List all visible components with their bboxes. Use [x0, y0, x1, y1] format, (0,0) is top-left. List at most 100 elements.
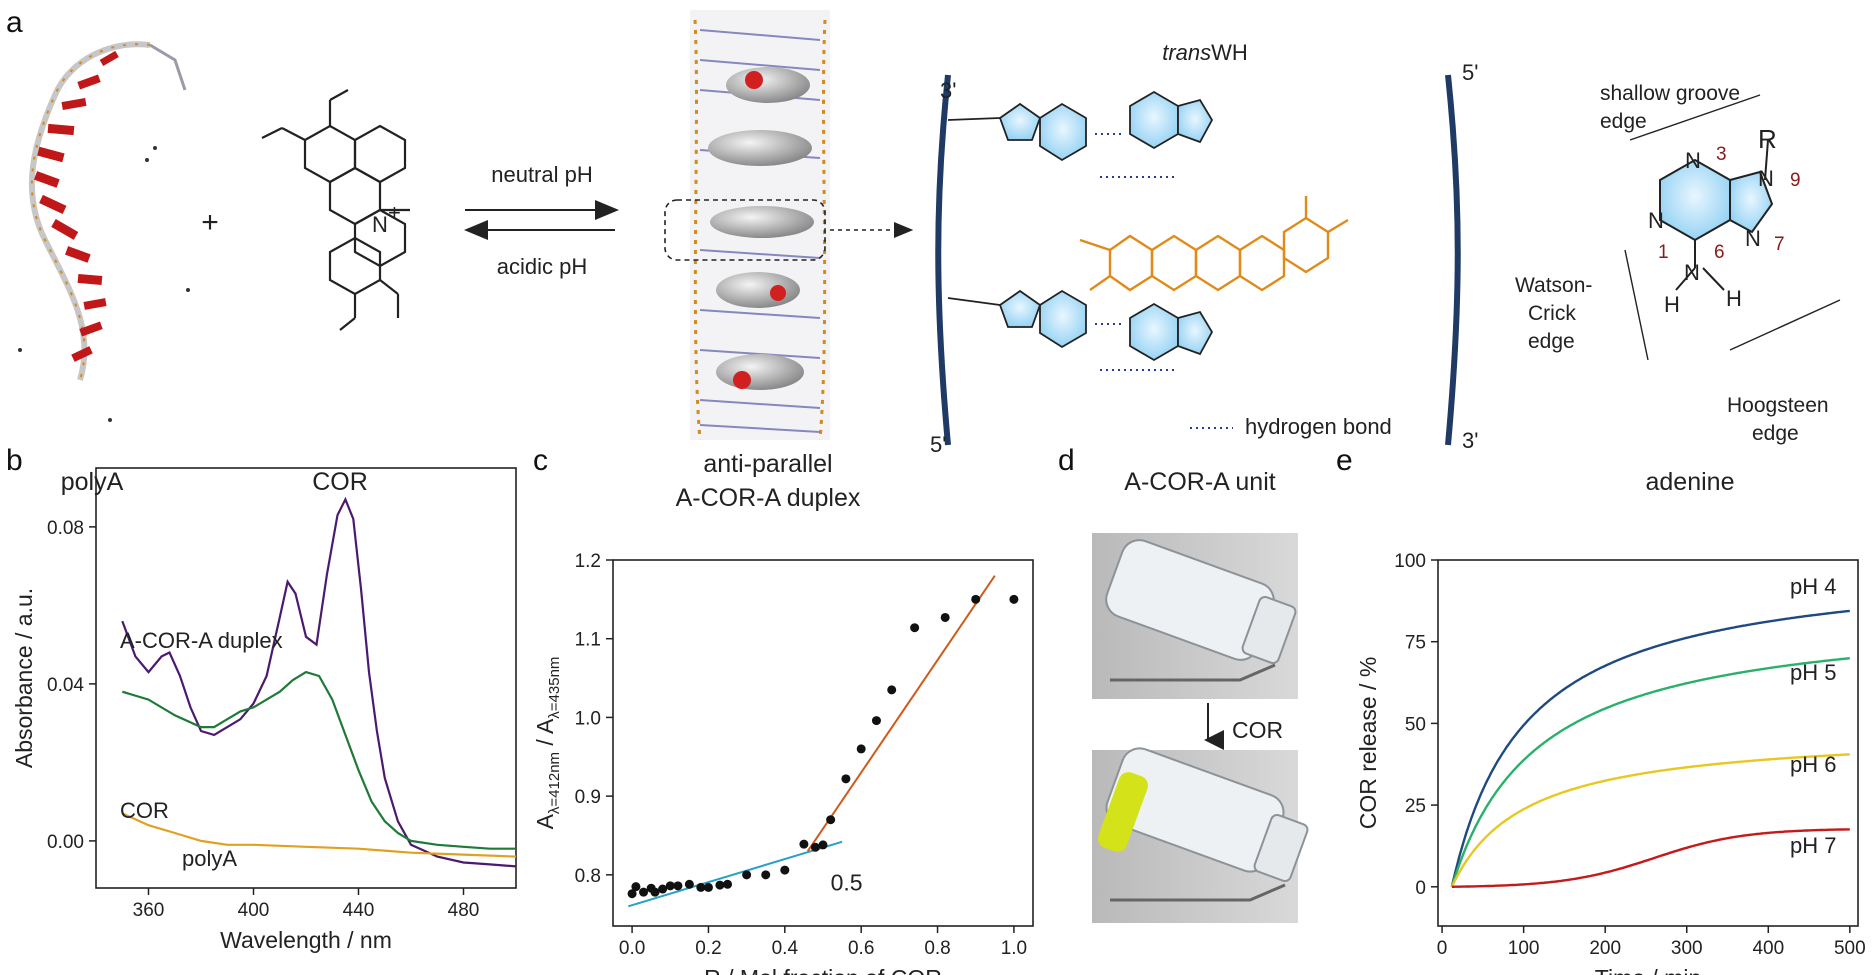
annotation-0-5: 0.5 [831, 870, 863, 896]
trans-wh-label: transWH [1162, 40, 1248, 65]
y-tick-label: 0.00 [47, 832, 84, 853]
series-label: pH 4 [1790, 574, 1836, 599]
adenine-num-7: 7 [1774, 234, 1785, 255]
y-tick-label: 0.04 [47, 675, 84, 696]
y-axis-title: COR release / % [1355, 657, 1381, 830]
x-tick-label: 440 [343, 900, 375, 921]
series-line-ph-6 [1450, 753, 1850, 888]
x-axis-title: Time / min [1595, 965, 1702, 975]
y-axis-subscript: λ=435nm [546, 657, 563, 719]
adenine-num-9: 9 [1790, 170, 1801, 191]
x-tick-label: 360 [133, 900, 165, 921]
x-tick-label: 200 [1589, 938, 1621, 959]
equilibrium-arrows [464, 200, 619, 240]
panel-letter-b: b [6, 444, 23, 477]
x-tick-label: 400 [238, 900, 270, 921]
y-tick-label: 1.1 [575, 630, 601, 651]
vial-gel-illustration [1098, 747, 1309, 902]
adenine-num-1: 1 [1658, 242, 1669, 263]
adenine-num-6: 6 [1714, 242, 1725, 263]
strand-end-bottom-left: 5' [930, 432, 946, 457]
y-tick-label: 50 [1405, 714, 1426, 735]
chart-c-ratio: 0.00.20.40.60.81.00.80.91.01.11.2R / Mol… [532, 551, 1034, 975]
chart-e-release: 01002003004005000255075100Time / minCOR … [1355, 551, 1866, 975]
data-point [696, 882, 706, 892]
y-axis-part: A [532, 813, 558, 829]
data-point [818, 840, 828, 850]
arrow-label-neutral: neutral pH [491, 162, 593, 187]
adenine-h-right: H [1726, 286, 1742, 311]
data-point [627, 889, 637, 899]
data-point [761, 870, 771, 880]
y-axis-title: Absorbance / a.u. [11, 588, 37, 768]
plot-frame [95, 467, 517, 889]
data-point [658, 884, 668, 894]
cor-n-atom: N [372, 212, 388, 237]
caption-adenine: adenine [1646, 468, 1735, 496]
y-tick-label: 100 [1394, 551, 1426, 572]
y-axis-part: / A [532, 718, 558, 752]
data-point [871, 716, 881, 726]
cor-molecule [261, 89, 410, 331]
x-tick-label: 500 [1834, 938, 1866, 959]
data-point [910, 623, 920, 633]
arrow-label-cor: COR [1232, 717, 1283, 743]
x-tick-label: 0 [1437, 938, 1448, 959]
trans-wh-suffix: WH [1211, 40, 1248, 65]
y-tick-label: 25 [1405, 796, 1426, 817]
vial-photos: COR [1092, 533, 1309, 923]
edge-hoog-2: edge [1752, 422, 1799, 445]
data-point [940, 612, 950, 622]
x-tick-label: 0.4 [772, 938, 799, 959]
data-point [673, 881, 683, 891]
series-label: pH 6 [1790, 752, 1836, 777]
series-label: COR [120, 798, 169, 823]
cor-charge: + [388, 200, 401, 225]
edge-shallow-2: edge [1600, 110, 1647, 133]
panel-letter-c: c [533, 444, 548, 477]
series-label: pH 7 [1790, 833, 1836, 858]
fit-line [627, 840, 843, 908]
y-tick-label: 0.08 [47, 518, 84, 539]
plot-frame [1437, 559, 1859, 927]
edge-wc-2: Crick [1528, 302, 1576, 325]
series-line-polya [121, 812, 517, 858]
polya-strand-illustration [18, 41, 190, 422]
data-point [684, 879, 694, 889]
data-point [1009, 594, 1019, 604]
x-tick-label: 300 [1671, 938, 1703, 959]
hbond-legend-label: hydrogen bond [1245, 414, 1392, 439]
series-label: pH 5 [1790, 660, 1836, 685]
data-point [856, 744, 866, 754]
plus-sign: + [201, 206, 219, 239]
series-line-ph-5 [1450, 657, 1850, 888]
x-tick-label: 0.2 [695, 938, 721, 959]
data-point [841, 774, 851, 784]
x-axis-title: R / Mol fraction of COR [704, 965, 942, 975]
x-tick-label: 1.0 [1001, 938, 1027, 959]
caption-cor: COR [312, 468, 368, 496]
a-cor-a-unit [935, 74, 1461, 446]
x-axis-title: Wavelength / nm [220, 927, 392, 953]
data-point [703, 882, 713, 892]
adenine-n3: N [1685, 148, 1701, 173]
strand-end-top-left: 3' [940, 78, 956, 103]
panel-letter-d: d [1058, 444, 1075, 477]
caption-unit: A-COR-A unit [1124, 468, 1275, 496]
trans-wh-prefix: trans [1162, 40, 1211, 65]
y-tick-label: 0 [1415, 878, 1426, 899]
y-tick-label: 0.8 [575, 866, 601, 887]
data-point [631, 882, 641, 892]
data-point [715, 880, 725, 890]
panel-letter-e: e [1336, 444, 1353, 477]
series-label: polyA [182, 846, 237, 871]
data-point [742, 870, 752, 880]
adenine-n9: N [1758, 166, 1774, 191]
caption-duplex-2: A-COR-A duplex [676, 484, 861, 512]
series-line-cor [121, 670, 516, 850]
adenine-h-left: H [1664, 292, 1680, 317]
data-point [650, 887, 660, 897]
data-point [780, 865, 790, 875]
y-tick-label: 1.2 [575, 551, 601, 572]
